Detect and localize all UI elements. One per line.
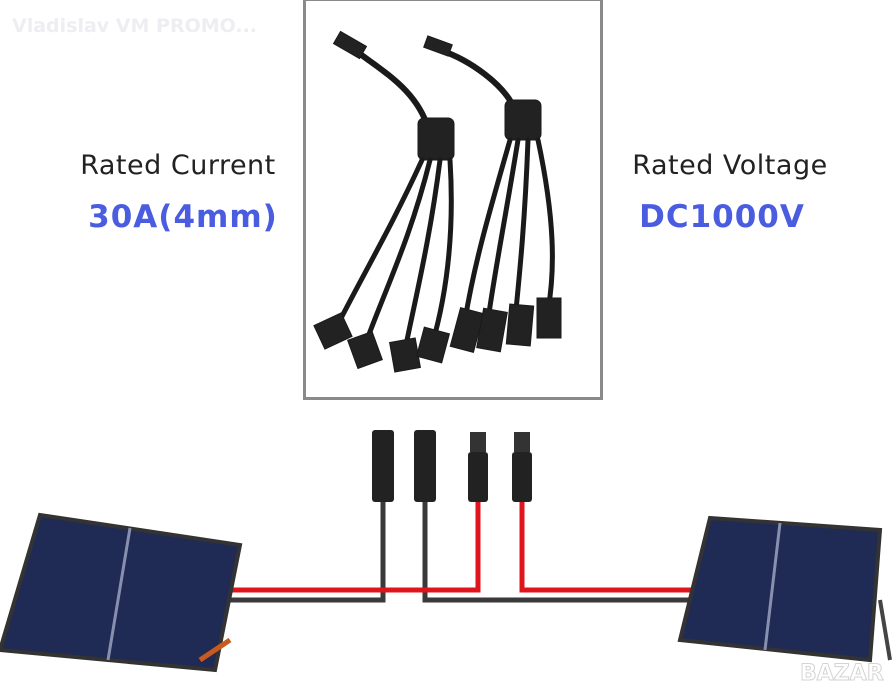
rated-voltage-label: Rated Voltage (632, 150, 828, 181)
solar-panel-left (0, 512, 243, 673)
bazar-logo-watermark: BAZAR (800, 661, 884, 686)
wiring (210, 500, 700, 603)
rated-voltage-value: DC1000V (639, 199, 805, 235)
rated-current-label: Rated Current (80, 150, 276, 181)
solar-panel-right (677, 515, 892, 663)
y-branch-cable-male (313, 30, 455, 373)
y-branch-cable-female (423, 35, 562, 354)
mc4-connectors (372, 430, 532, 502)
rated-current-value: 30A(4mm) (88, 199, 278, 235)
seller-watermark: Vladislav VM PROMO... (12, 15, 258, 37)
